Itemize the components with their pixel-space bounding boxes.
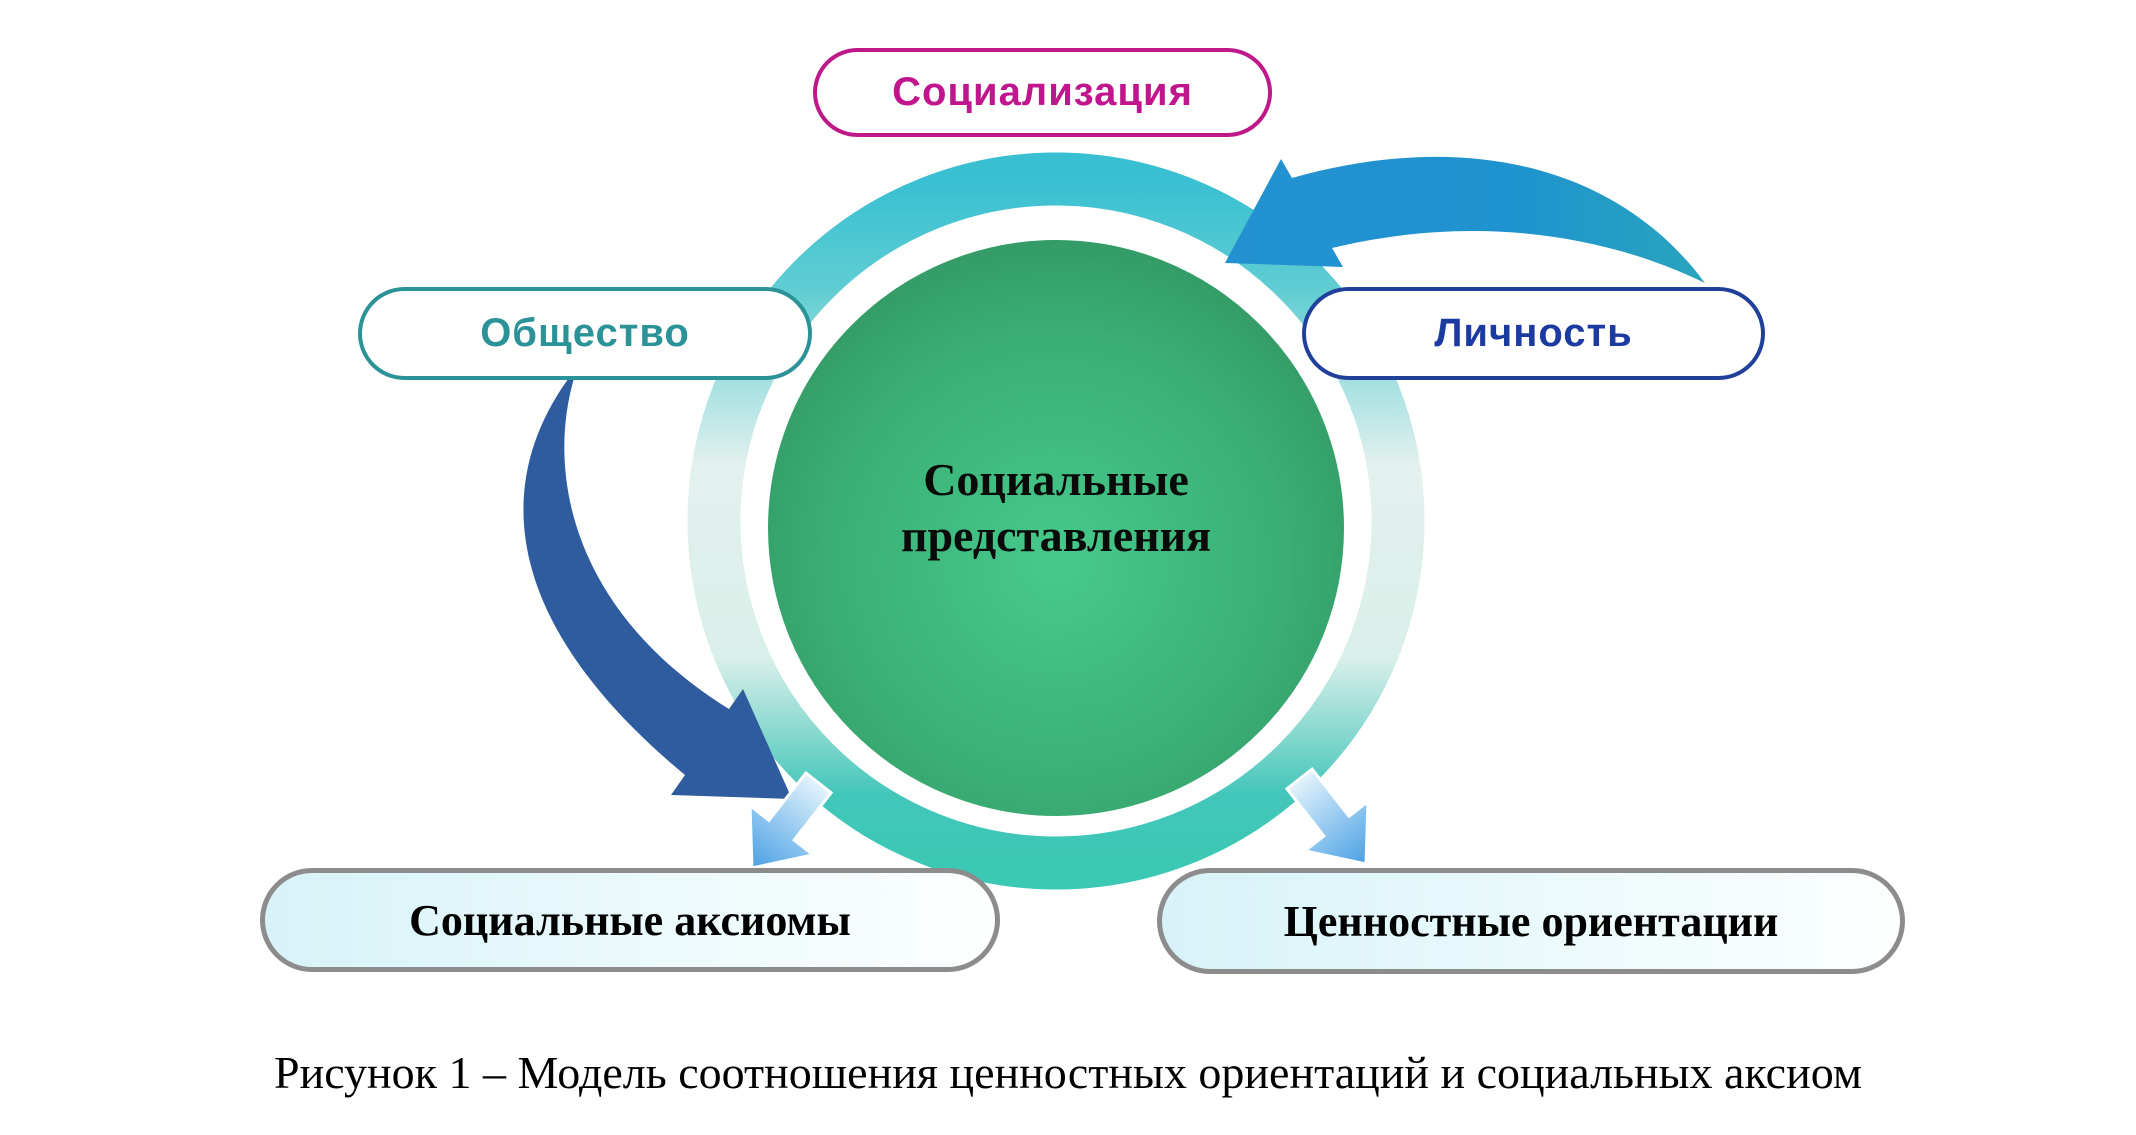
socialization-label: Социализация: [892, 70, 1193, 114]
figure-caption: Рисунок 1 – Модель соотношения ценностны…: [274, 1047, 1862, 1098]
personality-label: Личность: [1434, 311, 1633, 355]
personality-node: Личность: [1302, 287, 1765, 380]
social-axioms-label: Социальные аксиомы: [409, 895, 851, 945]
personality-to-circle-arrow: [1225, 156, 1705, 283]
social-axioms-node: Социальные аксиомы: [260, 868, 1000, 972]
circle-label: Социальные представления: [816, 452, 1296, 564]
orientations-down-arrow: [1284, 766, 1370, 866]
social-representations-circle: [758, 230, 1354, 826]
socialization-node: Социализация: [813, 48, 1272, 137]
halo-ring: [687, 152, 1425, 890]
axioms-down-arrow: [748, 770, 834, 870]
circle-label-line2: представления: [900, 510, 1212, 562]
society-node: Общество: [358, 287, 812, 380]
value-orientations-label: Ценностные ориентации: [1283, 896, 1779, 946]
society-to-axioms-arrow: [523, 366, 792, 799]
value-orientations-node: Ценностные ориентации: [1157, 868, 1905, 974]
circle-label-line1: Социальные: [923, 454, 1189, 505]
society-label: Общество: [480, 311, 690, 355]
